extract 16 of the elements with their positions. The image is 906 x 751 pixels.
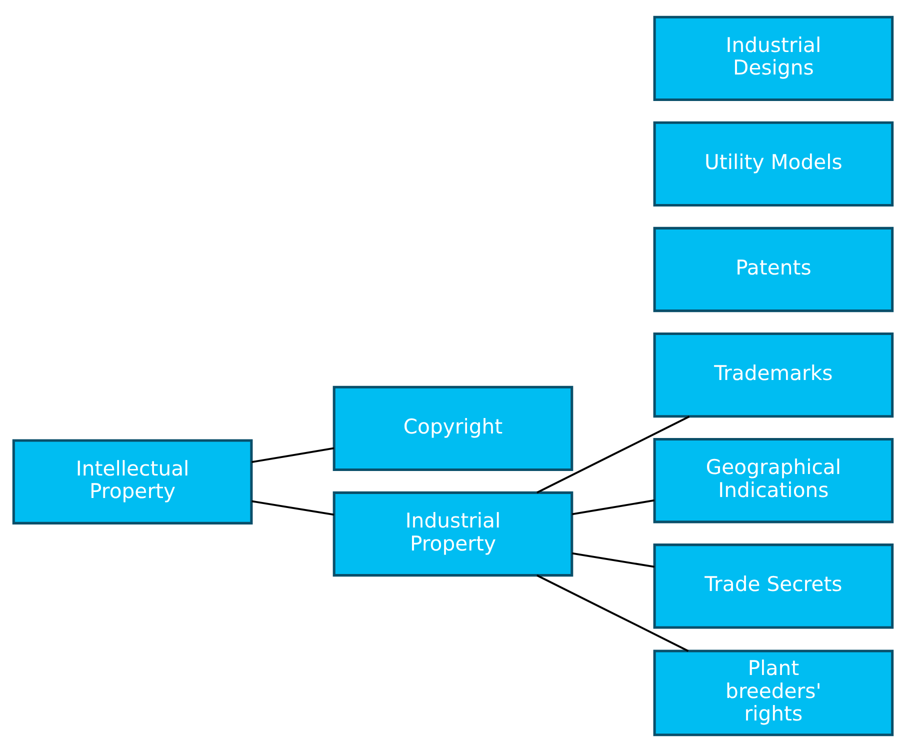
node-box: Intellectual Property xyxy=(12,438,253,524)
node-box: Copyright xyxy=(332,385,574,471)
node-box: Trade Secrets xyxy=(653,543,894,628)
connector xyxy=(572,552,655,568)
connector xyxy=(252,446,334,462)
connector xyxy=(536,415,690,493)
node-box: Geographical Indications xyxy=(653,438,894,523)
node-box: Plant breeders' rights xyxy=(653,649,894,736)
connector xyxy=(252,500,334,516)
node-box: Patents xyxy=(653,226,894,312)
node-box: Utility Models xyxy=(653,120,894,206)
node-box: Trademarks xyxy=(653,332,894,418)
connector xyxy=(572,498,655,515)
connector xyxy=(536,574,689,652)
node-box: Industrial Property xyxy=(332,490,574,576)
node-box: Industrial Designs xyxy=(653,15,894,101)
